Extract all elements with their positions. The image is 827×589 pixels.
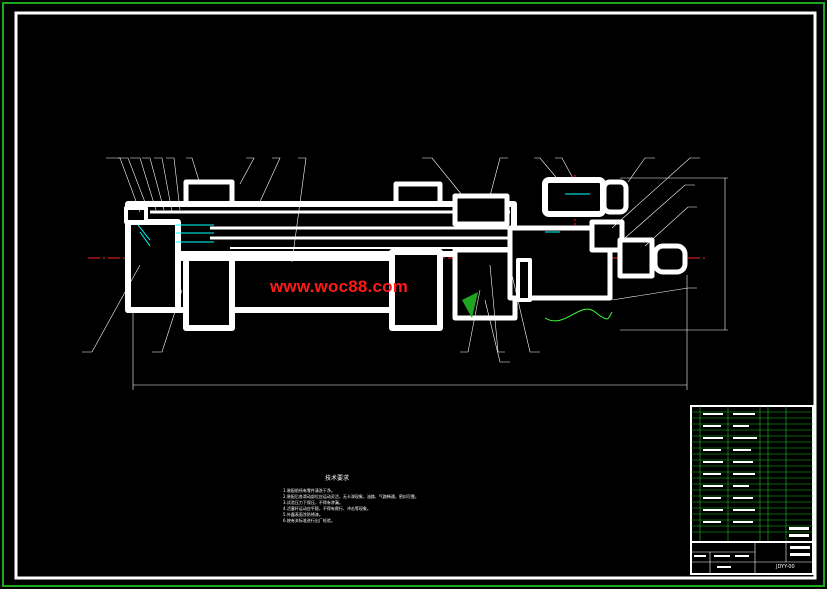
support-arm (516, 258, 532, 302)
front-head (452, 193, 510, 227)
leader-lines (82, 157, 700, 363)
lower-trunnion-left (183, 255, 235, 331)
section-hatching (137, 193, 590, 247)
inner-border (14, 11, 817, 580)
coupling (589, 219, 625, 253)
watermark-text: www.woc88.com (270, 277, 409, 296)
technical-requirements-title: 技术要求 (325, 475, 350, 482)
bom-table (690, 405, 814, 543)
drawing-number: JDYY-00 (776, 564, 795, 570)
lower-trunnion-right (389, 249, 443, 331)
technical-note: 4.活塞杆运动应平稳，不得有爬行、冲击等现象。 (283, 506, 371, 511)
technical-note: 1.装配前所有零件清洗干净。 (283, 488, 335, 493)
rear-cap (125, 219, 181, 313)
rod-end (617, 237, 655, 279)
title-block-grid (690, 541, 814, 575)
gear-housing-cap (601, 179, 629, 215)
gear-housing (542, 177, 606, 217)
cylinder-assembly (124, 177, 688, 331)
technical-note: 2.装配后各滑动部位应运动灵活，无卡滞现象，油路、气路畅通，密封可靠。 (283, 494, 419, 499)
technical-note: 6.按有关标准进行出厂检验。 (283, 518, 335, 523)
tail-lug (124, 206, 148, 224)
technical-note: 5.外露表面涂防锈漆。 (283, 512, 323, 517)
spring-curve (462, 292, 613, 322)
rod-eye (652, 243, 688, 275)
technical-note: 3.试验压力下保压，不得有渗漏。 (283, 500, 343, 505)
upper-trunnion-left (183, 179, 235, 207)
front-head-lower (452, 247, 518, 321)
dimension-lines (132, 177, 728, 390)
